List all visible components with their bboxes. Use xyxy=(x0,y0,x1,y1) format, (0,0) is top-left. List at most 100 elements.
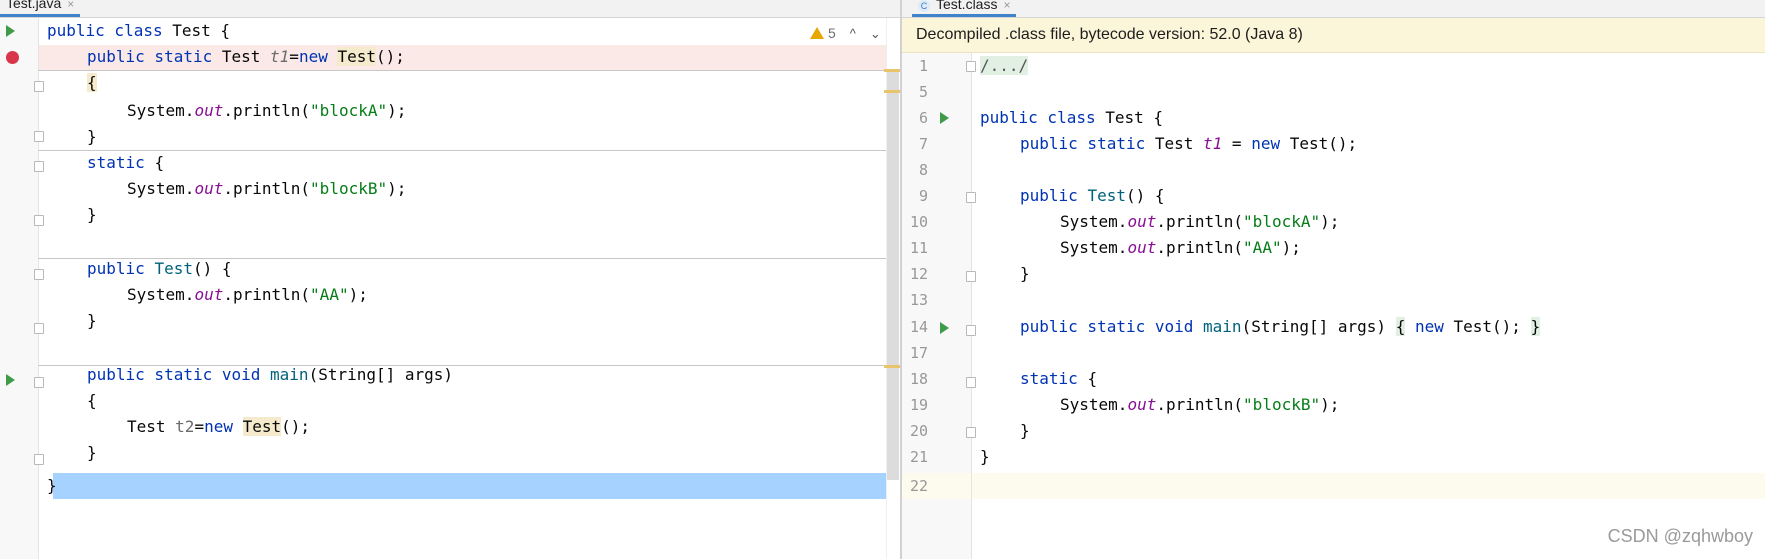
inspection-widget[interactable]: 5 ^ ⌄ xyxy=(810,25,881,45)
code-text: () { xyxy=(1125,186,1165,205)
method-separator xyxy=(38,258,886,259)
folded-imports[interactable]: /.../ xyxy=(980,56,1029,75)
line-number: 11 xyxy=(909,239,928,257)
code-text: ); xyxy=(387,179,407,198)
brace: } xyxy=(1530,317,1541,336)
punctuation: (); xyxy=(376,47,405,66)
field-name: out xyxy=(194,101,224,120)
fold-icon[interactable] xyxy=(34,131,44,142)
fold-icon[interactable] xyxy=(966,61,976,72)
brace: { xyxy=(1087,369,1098,388)
line-number: 7 xyxy=(918,135,928,153)
code-line: /.../ xyxy=(980,53,1029,79)
keyword: public static xyxy=(1020,134,1155,153)
method-name: Test xyxy=(1087,186,1126,205)
code-text: System. xyxy=(1060,395,1128,414)
code-line: { xyxy=(87,70,97,96)
code-line: public class Test { xyxy=(980,105,1163,131)
line-number: 6 xyxy=(918,109,928,127)
caret-line-highlight xyxy=(902,473,1765,499)
code-line: public static Test t1 = new Test(); xyxy=(1020,131,1357,157)
brace: { xyxy=(154,153,165,172)
banner-text: Decompiled .class file, bytecode version… xyxy=(916,26,1303,43)
string-literal: "AA" xyxy=(1243,238,1282,257)
warning-count: 5 xyxy=(828,25,836,41)
decompiled-source-code[interactable]: /.../ public class Test { public static … xyxy=(980,53,1541,466)
tab-label: Test.class xyxy=(936,0,998,12)
code-line: static { xyxy=(87,150,164,176)
fold-icon[interactable] xyxy=(34,454,44,465)
fold-icon[interactable] xyxy=(966,427,976,438)
tab-test-java[interactable]: Test.java× xyxy=(0,0,81,17)
type-name: Test xyxy=(221,47,271,66)
brace: } xyxy=(87,443,97,462)
keyword: public class xyxy=(47,21,173,40)
method-name: Test xyxy=(154,259,193,278)
keyword: static xyxy=(1020,369,1088,388)
editor-splitter[interactable] xyxy=(900,0,902,559)
keyword: public class xyxy=(980,108,1106,127)
code-line: public class Test { xyxy=(47,18,230,44)
field-name: out xyxy=(1127,212,1157,231)
fold-icon[interactable] xyxy=(34,215,44,226)
method-separator xyxy=(38,150,886,151)
fold-icon[interactable] xyxy=(966,377,976,388)
code-line: System.out.println("AA"); xyxy=(1060,235,1301,261)
variable-name: t2 xyxy=(175,417,195,436)
class-icon: C xyxy=(918,0,930,12)
close-icon[interactable]: × xyxy=(1003,0,1011,12)
code-line: public Test() { xyxy=(1020,183,1165,209)
line-number: 9 xyxy=(918,187,928,205)
selection-highlight xyxy=(53,473,886,499)
fold-icon[interactable] xyxy=(34,323,44,334)
type-name: Test xyxy=(127,417,176,436)
scrollbar-thumb[interactable] xyxy=(887,70,899,480)
close-icon[interactable]: × xyxy=(67,0,75,11)
class-name: Test { xyxy=(1105,108,1164,127)
fold-icon[interactable] xyxy=(34,161,44,172)
code-text: ); xyxy=(1281,238,1301,257)
java-source-code[interactable]: public class Test { public static Test t… xyxy=(47,18,453,495)
warning-marker[interactable] xyxy=(884,69,900,72)
left-gutter[interactable] xyxy=(0,18,39,559)
run-icon[interactable] xyxy=(940,322,949,334)
watermark: CSDN @zqhwboy xyxy=(1607,526,1753,546)
run-icon[interactable] xyxy=(6,374,15,386)
code-line: public static Test t1=new Test(); xyxy=(87,44,405,70)
code-line: System.out.println("AA"); xyxy=(127,282,368,308)
code-text: (String[] args) xyxy=(1241,317,1396,336)
code-text: ); xyxy=(1320,212,1340,231)
fold-icon[interactable] xyxy=(966,325,976,336)
previous-highlight-icon[interactable]: ^ xyxy=(849,26,856,41)
breakpoint-icon[interactable] xyxy=(6,51,19,64)
fold-icon[interactable] xyxy=(966,192,976,203)
warning-marker[interactable] xyxy=(884,90,900,93)
method-name: main xyxy=(1203,317,1242,336)
java-editor-pane: Test.java× public class Test { public st… xyxy=(0,0,900,559)
class-name: Test { xyxy=(172,21,231,40)
tab-test-class[interactable]: C Test.class × xyxy=(912,0,1017,17)
code-line: } xyxy=(1020,261,1030,287)
code-line: System.out.println("blockA"); xyxy=(127,98,406,124)
method-separator xyxy=(38,365,886,366)
fold-icon[interactable] xyxy=(34,269,44,280)
fold-icon[interactable] xyxy=(34,377,44,388)
warning-marker[interactable] xyxy=(884,365,900,368)
line-number: 13 xyxy=(909,291,928,309)
brace: { xyxy=(87,73,97,92)
decompiled-notice-banner: Decompiled .class file, bytecode version… xyxy=(902,18,1765,53)
class-decompiled-pane: C Test.class × Decompiled .class file, byt… xyxy=(902,0,1765,559)
keyword: new xyxy=(298,47,338,66)
brace: } xyxy=(1020,264,1030,283)
line-number: 18 xyxy=(909,370,928,388)
run-icon[interactable] xyxy=(940,112,949,124)
run-icon[interactable] xyxy=(6,25,15,37)
brace: } xyxy=(980,447,990,466)
next-highlight-icon[interactable]: ⌄ xyxy=(869,26,881,41)
line-number: 8 xyxy=(918,161,928,179)
fold-icon[interactable] xyxy=(966,271,976,282)
code-line: } xyxy=(87,308,97,334)
fold-icon[interactable] xyxy=(34,81,44,92)
string-literal: "blockB" xyxy=(1243,395,1321,414)
code-text: System. xyxy=(127,101,195,120)
